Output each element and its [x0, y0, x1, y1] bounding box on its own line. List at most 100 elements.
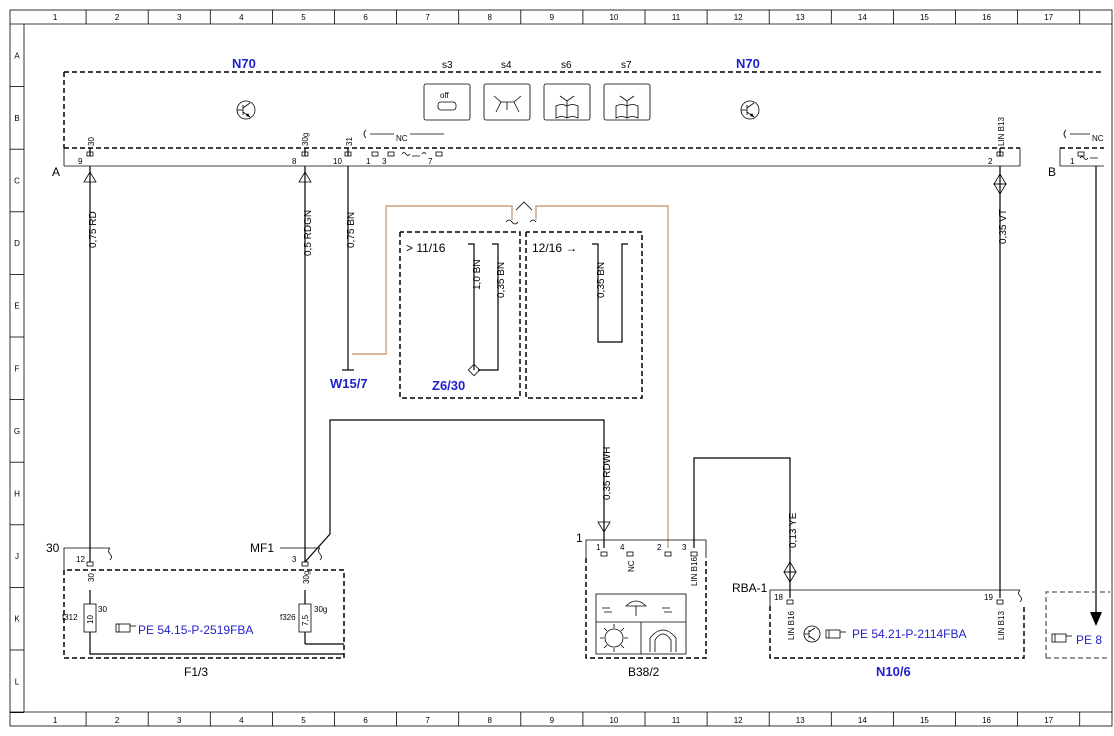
component-f1-3: F1/3	[184, 665, 208, 679]
wire-label-0-35-bn-1: 0,35 BN	[496, 262, 507, 298]
row-label: F	[15, 364, 20, 373]
fuse-f312-terminal: 30	[98, 605, 107, 614]
column-label: 12	[734, 716, 743, 725]
wire-wave-mark	[505, 219, 537, 225]
column-label: 12	[734, 13, 743, 22]
terminal-31: 31	[345, 137, 354, 146]
variant-box-12-16: 12/16 → 0,35 BN	[525, 231, 643, 399]
component-z6-30: Z6/30	[432, 378, 465, 393]
n10-pin-18: 18	[774, 593, 783, 602]
wire-0-13-ye: 0,13 YE	[783, 512, 799, 583]
terminal-nc-2: NC	[1092, 134, 1104, 143]
n70-module: N70 N70 A B s3 s4 s6 s7 off	[52, 56, 1104, 179]
transistor-icon	[740, 100, 760, 120]
wire-brown-b38	[535, 205, 669, 548]
pin-stubs	[86, 148, 1085, 157]
fuse-f326-label: f326	[280, 613, 296, 622]
wire-0-5-rdgn: 0,5 RDGN	[298, 166, 314, 562]
row-label: B	[14, 114, 19, 123]
rain-icon	[602, 600, 672, 616]
module-n10-6: RBA-1 18 19 LIN B16 LIN B13 PE 54.21-P-2…	[732, 581, 1025, 659]
nc-wave-2	[1079, 156, 1098, 160]
column-label: 13	[796, 716, 805, 725]
column-label: 5	[301, 13, 306, 22]
column-label: 8	[488, 13, 493, 22]
column-label: 7	[425, 13, 430, 22]
switch-s6-reading-light[interactable]	[543, 83, 591, 121]
switch-s3-off[interactable]: off	[423, 83, 471, 121]
wire-0-75-rd: 0,75 RD	[83, 166, 99, 562]
column-label: 16	[982, 716, 991, 725]
wire-0-35-rdwh: 0,35 RDWH	[597, 447, 613, 533]
n10-pin-19: 19	[984, 593, 993, 602]
fuse-terminal-30g: 30g	[302, 571, 311, 584]
cut-reference-link[interactable]: PE 8	[1076, 633, 1102, 647]
column-label: 9	[550, 13, 555, 22]
outer-frame	[9, 9, 1113, 727]
fuse-rating-7-5: 7,5	[301, 614, 310, 626]
column-label: 3	[177, 13, 182, 22]
column-label: 11	[672, 716, 681, 725]
n10-lin-b16: LIN B16	[787, 611, 796, 640]
wire-lin-b16	[693, 457, 791, 598]
switch-s4-label: s4	[501, 60, 512, 71]
row-label: E	[14, 302, 19, 311]
column-label: 14	[858, 716, 867, 725]
n10-lin-b13: LIN B13	[997, 611, 1006, 640]
transistor-icon	[236, 100, 256, 120]
wire-label-0-35-vt: 0,35 VT	[998, 209, 1009, 244]
nc-bracket-1	[363, 129, 444, 139]
off-text: off	[440, 91, 450, 100]
column-label: 4	[239, 716, 244, 725]
connector-b-label: B	[1048, 165, 1056, 179]
component-b38-2: B38/2	[628, 665, 660, 679]
column-label: 1	[53, 13, 58, 22]
sun-icon	[600, 624, 628, 652]
column-label: 10	[609, 716, 618, 725]
n10-reference-link[interactable]: PE 54.21-P-2114FBA	[852, 627, 967, 641]
fuse-pin-3: 3	[292, 555, 297, 564]
pin-2: 2	[988, 157, 993, 166]
pin-8: 8	[292, 157, 297, 166]
column-label: 11	[672, 13, 681, 22]
wire-label-0-35-bn-2: 0,35 BN	[596, 262, 607, 298]
pin-3: 3	[382, 157, 387, 166]
fuse-f326-terminal: 30g	[314, 605, 327, 614]
n70-label-right: N70	[736, 56, 760, 71]
b38-pin-1: 1	[596, 543, 601, 552]
column-label: 5	[301, 716, 306, 725]
fuse-terminal-30: 30	[87, 573, 96, 582]
tunnel-icon	[649, 629, 677, 652]
wire-label-0-75-bn: 0,75 BN	[346, 212, 357, 248]
wire-label-0-13-ye: 0,13 YE	[788, 512, 799, 548]
fuse-f312-label: f312	[62, 613, 78, 622]
row-label: L	[15, 677, 20, 686]
switch-s7-reading-light[interactable]	[603, 83, 651, 121]
column-label: 15	[920, 716, 929, 725]
column-label: 4	[239, 13, 244, 22]
pin-10: 10	[333, 157, 342, 166]
fuse-return-wire	[89, 643, 344, 655]
variant-label-11-16: > 11/16	[406, 241, 446, 255]
n10-header	[769, 589, 1022, 606]
fuse-rating-10: 10	[86, 615, 95, 624]
wire-label-0-75-rd: 0,75 RD	[88, 211, 99, 248]
column-label: 17	[1044, 716, 1053, 725]
fuse-reference-link[interactable]: PE 54.15-P-2519FBA	[138, 623, 253, 637]
component-n10-6: N10/6	[876, 664, 911, 679]
wire-0-35-vt: 0,35 VT	[993, 166, 1009, 598]
nc-wave-1	[401, 152, 427, 157]
column-label: 1	[53, 716, 58, 725]
row-label: G	[14, 427, 20, 436]
column-label: 6	[363, 716, 368, 725]
connector-a-label: A	[52, 165, 60, 179]
column-label: 2	[115, 13, 120, 22]
column-label: 3	[177, 716, 182, 725]
switch-s4-reading-light[interactable]	[483, 83, 531, 121]
pin-7: 7	[428, 157, 433, 166]
switch-s6-label: s6	[561, 60, 572, 71]
